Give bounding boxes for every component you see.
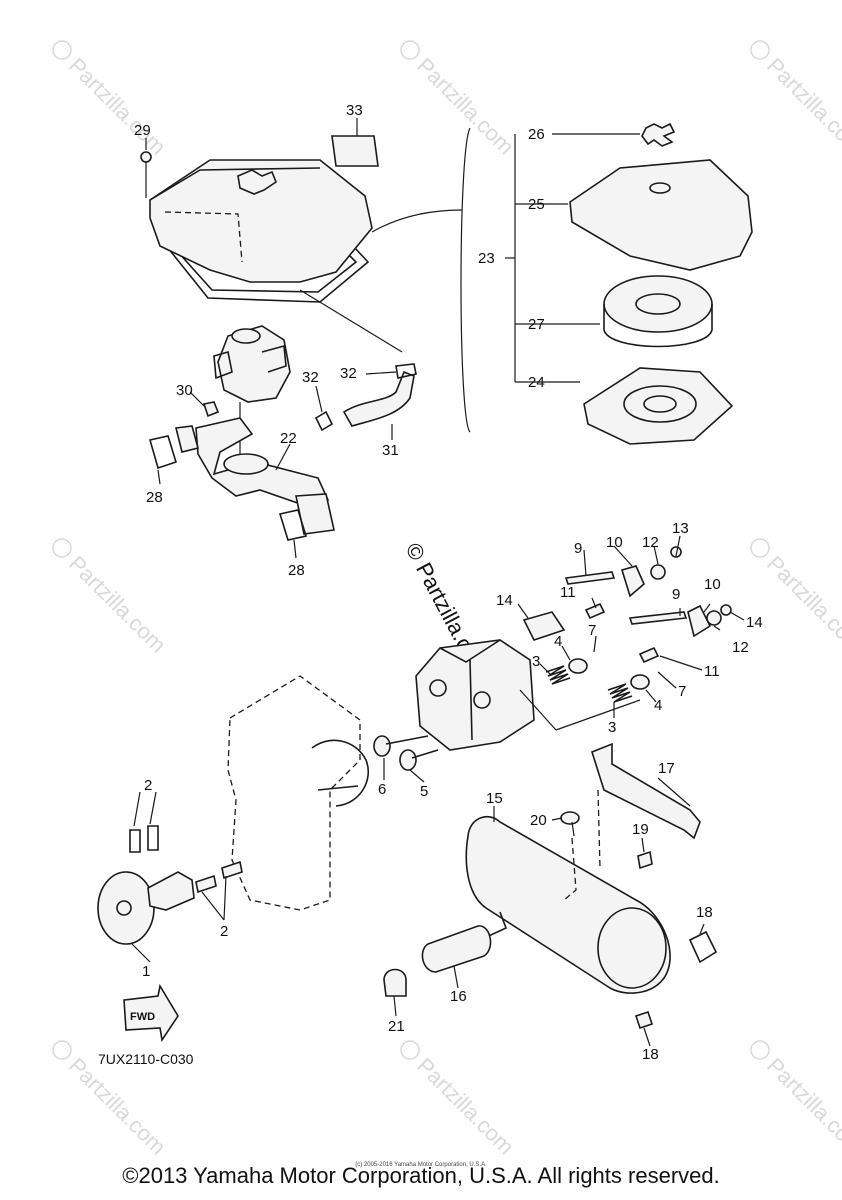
- exhaust-pipe: [421, 925, 492, 973]
- gasket: [278, 509, 308, 541]
- valve-spring: [607, 683, 633, 703]
- callout-28: 28: [146, 489, 163, 506]
- callout-11: 12: [642, 534, 659, 551]
- cylinder-head: [415, 639, 535, 751]
- sticker: [331, 135, 379, 167]
- callout-12b: 14: [746, 614, 763, 631]
- callout-32: 32: [302, 369, 319, 386]
- callout-25: 25: [528, 196, 545, 213]
- valve-spring: [545, 665, 571, 685]
- intake-manifold: [175, 417, 335, 535]
- crankcase-outline: [227, 675, 361, 911]
- callout-29: 29: [134, 122, 151, 139]
- callout-9: 10: [606, 534, 623, 551]
- watermark-text: Partzilla.com: [412, 53, 519, 160]
- callout-24: 24: [528, 374, 545, 391]
- callout-20: 20: [530, 812, 547, 829]
- callout-10b: 11: [704, 663, 720, 680]
- muffler-bracket: [591, 742, 701, 840]
- copyright-notice: ©2013 Yamaha Motor Corporation, U.S.A. A…: [122, 1163, 720, 1188]
- callout-numbers: 29 33 30 28 22 28 32 32 31 23 26 25 27 2…: [134, 102, 763, 1063]
- air-cleaner-case: [149, 159, 373, 303]
- pushrod: [564, 571, 688, 625]
- watermark-text: Partzilla.com: [64, 1053, 171, 1160]
- adjuster: [638, 646, 660, 664]
- callout-27: 27: [528, 316, 545, 333]
- callout-3b: 3: [608, 719, 616, 736]
- callout-11b: 12: [732, 639, 749, 656]
- watermark-text: Partzilla.com: [412, 1053, 519, 1160]
- watermark-text: Partzilla.com: [762, 551, 842, 658]
- callout-2: 2: [144, 777, 152, 794]
- bolt: [140, 151, 152, 198]
- gasket: [688, 930, 718, 964]
- nut: [202, 401, 220, 418]
- nut: [670, 546, 682, 558]
- callout-15: 16: [450, 988, 467, 1005]
- clamp: [395, 363, 417, 379]
- clamp: [314, 410, 334, 432]
- fine-print: (c) 2005-2016 Yamaha Motor Corporation, …: [355, 1162, 487, 1168]
- callout-4b: 4: [654, 697, 662, 714]
- fwd-arrow: FWD: [123, 983, 179, 1043]
- callout-33: 33: [346, 102, 363, 119]
- callout-17: 18: [696, 904, 713, 921]
- bolt: [637, 850, 653, 870]
- callout-8b: 9: [672, 586, 680, 603]
- callout-13: 14: [496, 592, 513, 609]
- callout-26: 26: [528, 126, 545, 143]
- callout-21: 21: [388, 1018, 405, 1035]
- callout-32b: 32: [340, 365, 357, 382]
- watermark-text: Partzilla.com: [762, 53, 842, 160]
- tappet: [129, 825, 243, 894]
- callout-10: 11: [560, 584, 576, 601]
- rocker-cover: [522, 611, 566, 641]
- hose: [342, 370, 415, 427]
- bolt: [560, 811, 580, 837]
- callout-19: 19: [632, 821, 649, 838]
- callout-5: 5: [420, 783, 428, 800]
- watermark-text: Partzilla.com: [64, 53, 171, 160]
- rocker-arm: [687, 604, 712, 638]
- nut: [634, 1010, 654, 1030]
- nut: [706, 610, 722, 626]
- watermark-text: Partzilla.com: [64, 551, 171, 658]
- drawing-code: 7UX2110-C030: [98, 1051, 194, 1067]
- retainer: [630, 674, 650, 690]
- callout-7b: 7: [678, 683, 686, 700]
- retainer: [568, 658, 588, 674]
- callout-12: 13: [672, 520, 689, 537]
- valve: [373, 735, 439, 771]
- callout-9b: 10: [704, 576, 721, 593]
- callout-8: 9: [574, 540, 582, 557]
- callout-7: 7: [588, 622, 596, 639]
- callout-30: 30: [176, 382, 193, 399]
- callout-1: 1: [142, 963, 150, 980]
- nut: [650, 564, 666, 580]
- bracket: [460, 127, 471, 433]
- clamp: [383, 968, 407, 997]
- watermark-text: Partzilla.com: [762, 1053, 842, 1160]
- rocker-arm: [620, 565, 645, 598]
- callout-22: 22: [280, 430, 297, 447]
- callout-31: 31: [382, 442, 399, 459]
- fwd-label: FWD: [130, 1011, 155, 1023]
- callout-3: 3: [532, 653, 540, 670]
- callout-16: 17: [658, 760, 675, 777]
- nut: [720, 604, 732, 616]
- exploded-air-cleaner: [569, 122, 753, 445]
- gasket: [148, 435, 177, 470]
- camshaft: [97, 871, 195, 945]
- callout-leaders: [131, 118, 745, 1047]
- callout-6: 6: [378, 781, 386, 798]
- callout-23: 23: [478, 250, 495, 267]
- callout-14: 15: [486, 790, 503, 807]
- callout-4: 4: [554, 633, 562, 650]
- muffler: [465, 815, 671, 994]
- callout-18: 18: [642, 1046, 659, 1063]
- callout-28b: 28: [288, 562, 305, 579]
- group-leader: [505, 133, 640, 383]
- callout-2b: 2: [220, 923, 228, 940]
